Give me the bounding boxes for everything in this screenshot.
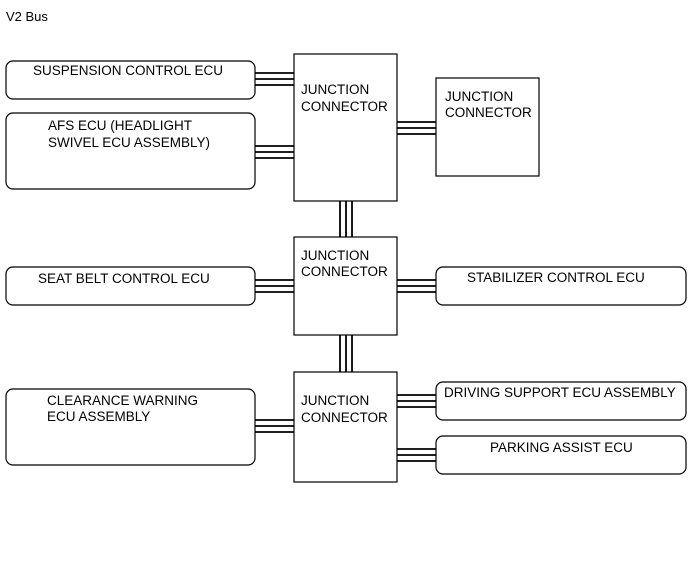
diagram-title: V2 Bus <box>6 9 48 24</box>
wire-j2-stabilizer <box>397 279 436 293</box>
ecu-parking-assist-label: PARKING ASSIST ECU <box>490 440 633 455</box>
ecu-afs: AFS ECU (HEADLIGHT SWIVEL ECU ASSEMBLY) <box>5 112 256 190</box>
junction-connector-4-line1: JUNCTION <box>445 89 513 104</box>
wire-j1-j2 <box>339 201 353 237</box>
junction-connector-1-line1: JUNCTION <box>301 82 369 97</box>
ecu-parking-assist: PARKING ASSIST ECU <box>435 435 687 475</box>
ecu-seat-belt: SEAT BELT CONTROL ECU <box>5 266 256 306</box>
wire-j3-parking <box>397 448 436 462</box>
ecu-seat-belt-label: SEAT BELT CONTROL ECU <box>38 271 210 286</box>
junction-connector-2-line1: JUNCTION <box>301 248 369 263</box>
wire-clearance-j3 <box>255 419 294 433</box>
junction-connector-3-line2: CONNECTOR <box>301 410 388 425</box>
wire-suspension-j1 <box>255 72 294 86</box>
ecu-clearance-label-line1: CLEARANCE WARNING <box>47 393 198 408</box>
ecu-clearance-label-line2: ECU ASSEMBLY <box>47 409 150 424</box>
wire-seatbelt-j2 <box>255 279 294 293</box>
junction-connector-1-line2: CONNECTOR <box>301 99 388 114</box>
ecu-suspension-label: SUSPENSION CONTROL ECU <box>33 63 223 78</box>
ecu-driving-support: DRIVING SUPPORT ECU ASSEMBLY <box>435 381 687 421</box>
ecu-afs-label-line2: SWIVEL ECU ASSEMBLY) <box>48 135 210 150</box>
ecu-stabilizer-label: STABILIZER CONTROL ECU <box>467 270 645 285</box>
wire-j2-j3 <box>339 335 353 372</box>
ecu-afs-label-line1: AFS ECU (HEADLIGHT <box>48 118 192 133</box>
junction-connector-3-line1: JUNCTION <box>301 393 369 408</box>
junction-connector-1: JUNCTION CONNECTOR <box>293 53 398 202</box>
wire-afs-j1 <box>255 145 294 159</box>
ecu-driving-support-label: DRIVING SUPPORT ECU ASSEMBLY <box>444 385 676 400</box>
wire-j1-j4 <box>397 121 436 135</box>
bus-wires <box>255 72 436 462</box>
junction-connector-4-line2: CONNECTOR <box>445 105 532 120</box>
junction-connector-2: JUNCTION CONNECTOR <box>293 236 398 336</box>
wire-j3-driving <box>397 394 436 408</box>
ecu-suspension: SUSPENSION CONTROL ECU <box>5 60 256 100</box>
ecu-stabilizer: STABILIZER CONTROL ECU <box>435 266 687 306</box>
junction-connector-4: JUNCTION CONNECTOR <box>435 77 540 177</box>
junction-connector-2-line2: CONNECTOR <box>301 264 388 279</box>
junction-connector-3: JUNCTION CONNECTOR <box>293 371 398 483</box>
ecu-clearance-warning: CLEARANCE WARNING ECU ASSEMBLY <box>5 388 256 466</box>
